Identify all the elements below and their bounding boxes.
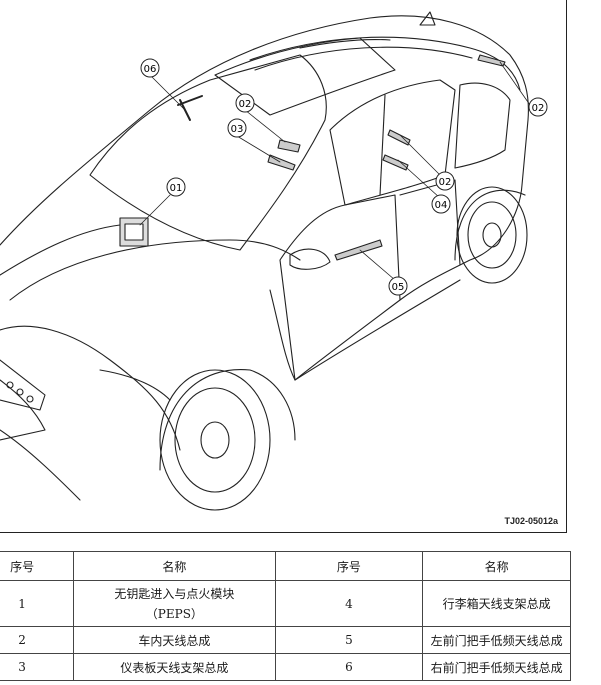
row-name: 行李箱天线支架总成 [422, 580, 571, 627]
header-name-1: 名称 [73, 551, 276, 581]
svg-text:02: 02 [239, 99, 252, 110]
row-index: 5 [274, 626, 424, 654]
svg-text:03: 03 [231, 124, 244, 135]
row-name: 仪表板天线支架总成 [73, 653, 276, 681]
row-index: 3 [0, 653, 75, 681]
callout-03: 03 [227, 118, 247, 138]
svg-text:05: 05 [392, 282, 405, 293]
svg-text:02: 02 [439, 177, 452, 188]
svg-text:04: 04 [435, 200, 448, 211]
callout-06: 06 [140, 58, 160, 78]
callout-02-side: 02 [435, 171, 455, 191]
parts-table: 序号 名称 序号 名称 1 无钥匙进入与点火模块 （PEPS） 4 行李箱天线支… [0, 551, 571, 681]
svg-text:01: 01 [170, 183, 183, 194]
callout-01: 01 [166, 177, 186, 197]
row-name: 左前门把手低频天线总成 [422, 626, 571, 654]
car-line-drawing [0, 11, 531, 511]
row-name: 无钥匙进入与点火模块 （PEPS） [73, 580, 276, 627]
row-name: 右前门把手低频天线总成 [422, 653, 571, 681]
row-index: 1 [0, 580, 75, 627]
header-index-2: 序号 [274, 551, 424, 581]
table-header-row: 序号 名称 序号 名称 [0, 551, 571, 581]
callout-02-rear: 02 [528, 97, 548, 117]
header-index-1: 序号 [0, 551, 75, 581]
car-illustration-frame: 06 02 03 01 02 02 04 05 TJ02 [0, 0, 567, 533]
header-name-2: 名称 [422, 551, 571, 581]
table-row: 2 车内天线总成 5 左前门把手低频天线总成 [0, 626, 571, 654]
callout-labels: 06 02 03 01 02 02 04 05 [140, 58, 548, 296]
callout-05: 05 [388, 276, 408, 296]
table-row: 3 仪表板天线支架总成 6 右前门把手低频天线总成 [0, 653, 571, 681]
figure-code: TJ02-05012a [504, 516, 558, 526]
row-index: 4 [274, 580, 424, 627]
row-index: 2 [0, 626, 75, 654]
callout-02-roof: 02 [235, 93, 255, 113]
svg-text:06: 06 [144, 64, 157, 75]
row-index: 6 [274, 653, 424, 681]
table-row: 1 无钥匙进入与点火模块 （PEPS） 4 行李箱天线支架总成 [0, 580, 571, 627]
svg-text:02: 02 [532, 103, 545, 114]
row-name: 车内天线总成 [73, 626, 276, 654]
callout-04: 04 [431, 194, 451, 214]
